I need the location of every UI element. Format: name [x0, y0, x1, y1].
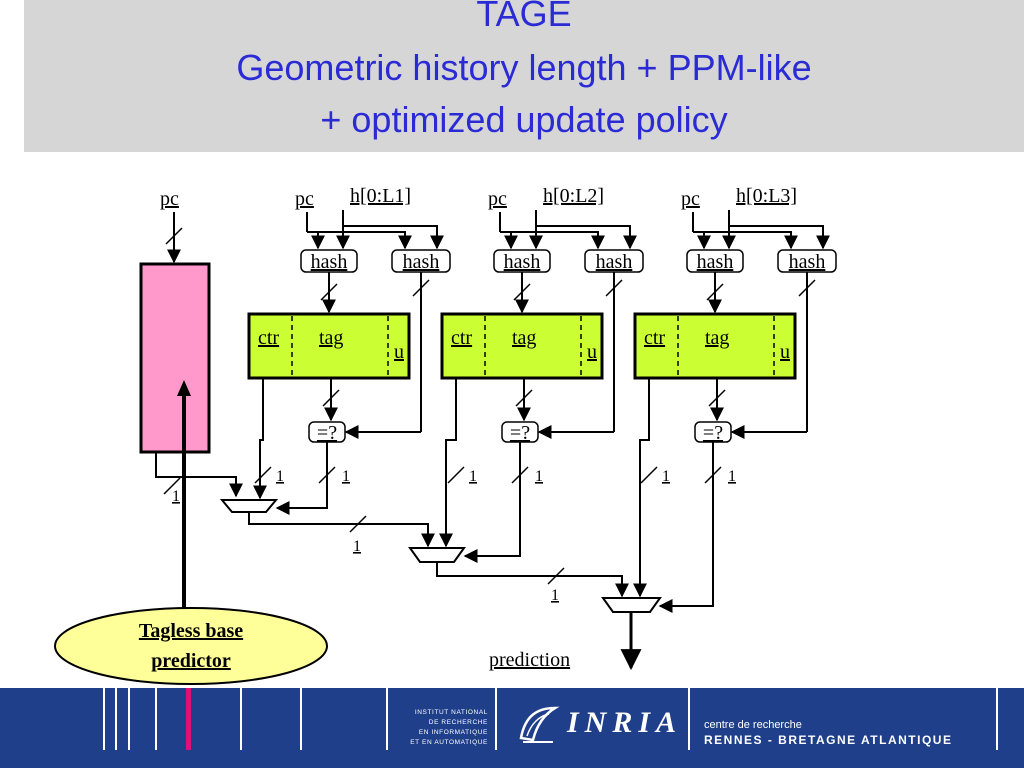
base-pc-label: pc — [160, 188, 179, 210]
title-tage: TAGE — [476, 0, 572, 34]
institute-name: INSTITUT NATIONAL DE RECHERCHE EN INFORM… — [410, 709, 488, 746]
table-1-history-label: h[0:L1] — [350, 185, 411, 207]
table-1-ctr-bit-label: 1 — [276, 468, 284, 485]
tagless-base-callout — [54, 607, 328, 685]
accent-bar — [186, 688, 191, 750]
table-3-ctr-label: ctr — [644, 327, 665, 349]
table-2-u-label: u — [587, 341, 597, 363]
table-3-hit-bit-label: 1 — [728, 468, 736, 485]
table-2-compare-label: =? — [510, 422, 530, 444]
rennes-bretagne-atlantique: RENNES - BRETAGNE ATLANTIQUE — [704, 733, 953, 747]
table-2-hash2-label: hash — [596, 251, 633, 273]
table-2-hash1-label: hash — [504, 251, 541, 273]
table-3-pc-label: pc — [681, 188, 700, 210]
table-1-compare-label: =? — [317, 422, 337, 444]
mux-3 — [601, 597, 662, 613]
table-1-hash2-label: hash — [403, 251, 440, 273]
table-2-ctr-label: ctr — [451, 327, 472, 349]
table-2-ctr-bit-label: 1 — [469, 468, 477, 485]
title-band: TAGE Geometric history length + PPM-like… — [24, 0, 1024, 152]
table-1-hit-bit-label: 1 — [342, 468, 350, 485]
table-1-ctr-label: ctr — [258, 327, 279, 349]
table-2-hit-bit-label: 1 — [535, 468, 543, 485]
table-1-tagged — [247, 312, 411, 380]
table-1-tag-label: tag — [319, 327, 343, 349]
centre-de-recherche: centre de recherche — [704, 719, 802, 731]
table-3-u-label: u — [780, 341, 790, 363]
table-2-tagged — [440, 312, 604, 380]
title-update-policy: + optimized update policy — [320, 99, 728, 140]
footer-bar: INSTITUT NATIONAL DE RECHERCHE EN INFORM… — [0, 688, 1024, 768]
bit-label-mux2: 1 — [551, 587, 559, 604]
table-3-ctr-bit-label: 1 — [662, 468, 670, 485]
table-1-u-label: u — [394, 341, 404, 363]
table-3-hash1-label: hash — [697, 251, 734, 273]
bit-label-base: 1 — [172, 488, 180, 505]
table-1-hash1-label: hash — [311, 251, 348, 273]
callout-line1: Tagless base — [139, 620, 243, 642]
inria-wordmark: INRIA — [567, 706, 683, 739]
base-predictor-table — [139, 262, 211, 454]
tage-diagram: pc pc h[0:L1] hash hash ctr tag u =? 1 1 pc h[0:L2]… — [54, 185, 837, 685]
table-1-pc-label: pc — [295, 188, 314, 210]
mux-2 — [408, 547, 466, 563]
prediction-label: prediction — [489, 649, 570, 671]
table-3-hash2-label: hash — [789, 251, 826, 273]
table-3-tagged — [633, 312, 797, 380]
table-3-compare-label: =? — [703, 422, 723, 444]
table-2-tag-label: tag — [512, 327, 536, 349]
inria-logo-icon — [519, 706, 560, 743]
title-subtitle: Geometric history length + PPM-like — [236, 47, 812, 88]
table-2-history-label: h[0:L2] — [543, 185, 604, 207]
table-2-pc-label: pc — [488, 188, 507, 210]
callout-line2: predictor — [151, 650, 231, 672]
bit-label-mux1: 1 — [353, 538, 361, 555]
table-3-history-label: h[0:L3] — [736, 185, 797, 207]
mux-1 — [219, 499, 279, 513]
table-3-tag-label: tag — [705, 327, 729, 349]
